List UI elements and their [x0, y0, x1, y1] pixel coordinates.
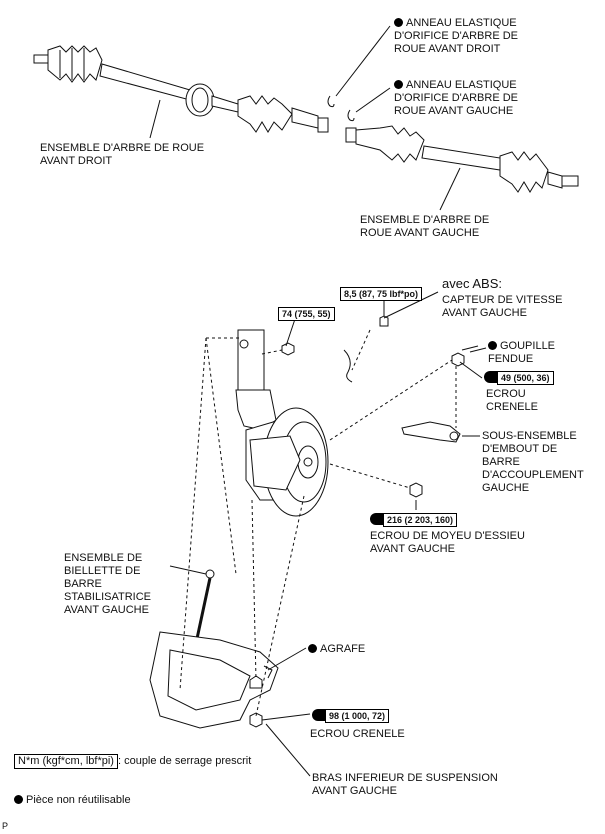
torque-castle-nut-2: 98 (1 000, 72)	[312, 709, 390, 723]
legend-non-reusable: Pièce non réutilisable	[14, 794, 131, 807]
tie-rod-end-label: SOUS-ENSEMBLE D'EMBOUT DE BARRE D'ACCOUP…	[482, 430, 584, 494]
castle-nut-1-label: ECROU CRENELE	[486, 388, 538, 413]
snap-ring-left	[347, 109, 355, 122]
legend-torque: N*m (kgf*cm, lbf*pi): couple de serrage …	[14, 754, 251, 769]
assembly-lines	[179, 329, 457, 717]
castle-nut-2-label: ECROU CRENELE	[310, 728, 405, 740]
snap-ring-right-label: ANNEAU ELASTIQUE D'ORIFICE D'ARBRE DE RO…	[394, 17, 518, 55]
torque-hub-nut: 216 (2 203, 160)	[370, 513, 458, 527]
clip-label: AGRAFE	[308, 643, 365, 656]
legend-torque-unit: N*m (kgf*cm, lbf*pi)	[14, 754, 118, 769]
cotter-pin-label: GOUPILLE FENDUE	[488, 340, 556, 365]
hub-nut-label: ECROU DE MOYEU D'ESSIEU AVANT GAUCHE	[370, 530, 525, 555]
torque-sensor-bolt: 8,5 (87, 75 lbf*po)	[340, 287, 423, 301]
non-reusable-icon	[488, 341, 497, 350]
non-reusable-icon	[14, 795, 23, 804]
non-reusable-icon	[394, 80, 403, 89]
torque-castle-nut-1: 49 (500, 36)	[484, 371, 554, 385]
lower-arm	[149, 631, 279, 729]
lower-arm-label: BRAS INFERIEUR DE SUSPENSION AVANT GAUCH…	[312, 772, 498, 797]
speed-sensor-label: CAPTEUR DE VITESSE AVANT GAUCHE	[442, 294, 563, 319]
footer-code: P	[2, 821, 9, 831]
left-drive-shaft	[345, 125, 579, 193]
snap-ring-left-label: ANNEAU ELASTIQUE D'ORIFICE D'ARBRE DE RO…	[394, 79, 518, 117]
snap-ring-right	[327, 95, 335, 108]
right-drive-shaft	[33, 45, 329, 133]
leader-lines-bottom	[169, 291, 487, 777]
leader-lines-top	[149, 25, 461, 211]
non-reusable-icon	[394, 18, 403, 27]
shaft-left-label: ENSEMBLE D'ARBRE DE ROUE AVANT GAUCHE	[360, 214, 490, 239]
torque-strut-nut: 74 (755, 55)	[278, 307, 335, 321]
fasteners	[281, 315, 479, 498]
legend-torque-desc: : couple de serrage prescrit	[117, 755, 252, 767]
non-reusable-icon	[308, 644, 317, 653]
stabilizer-link-label: ENSEMBLE DE BIELLETTE DE BARRE STABILISA…	[64, 552, 152, 616]
abs-title: avec ABS:	[442, 276, 502, 291]
strut-knuckle	[235, 329, 329, 517]
shaft-right-label: ENSEMBLE D'ARBRE DE ROUE AVANT DROIT	[40, 142, 205, 167]
